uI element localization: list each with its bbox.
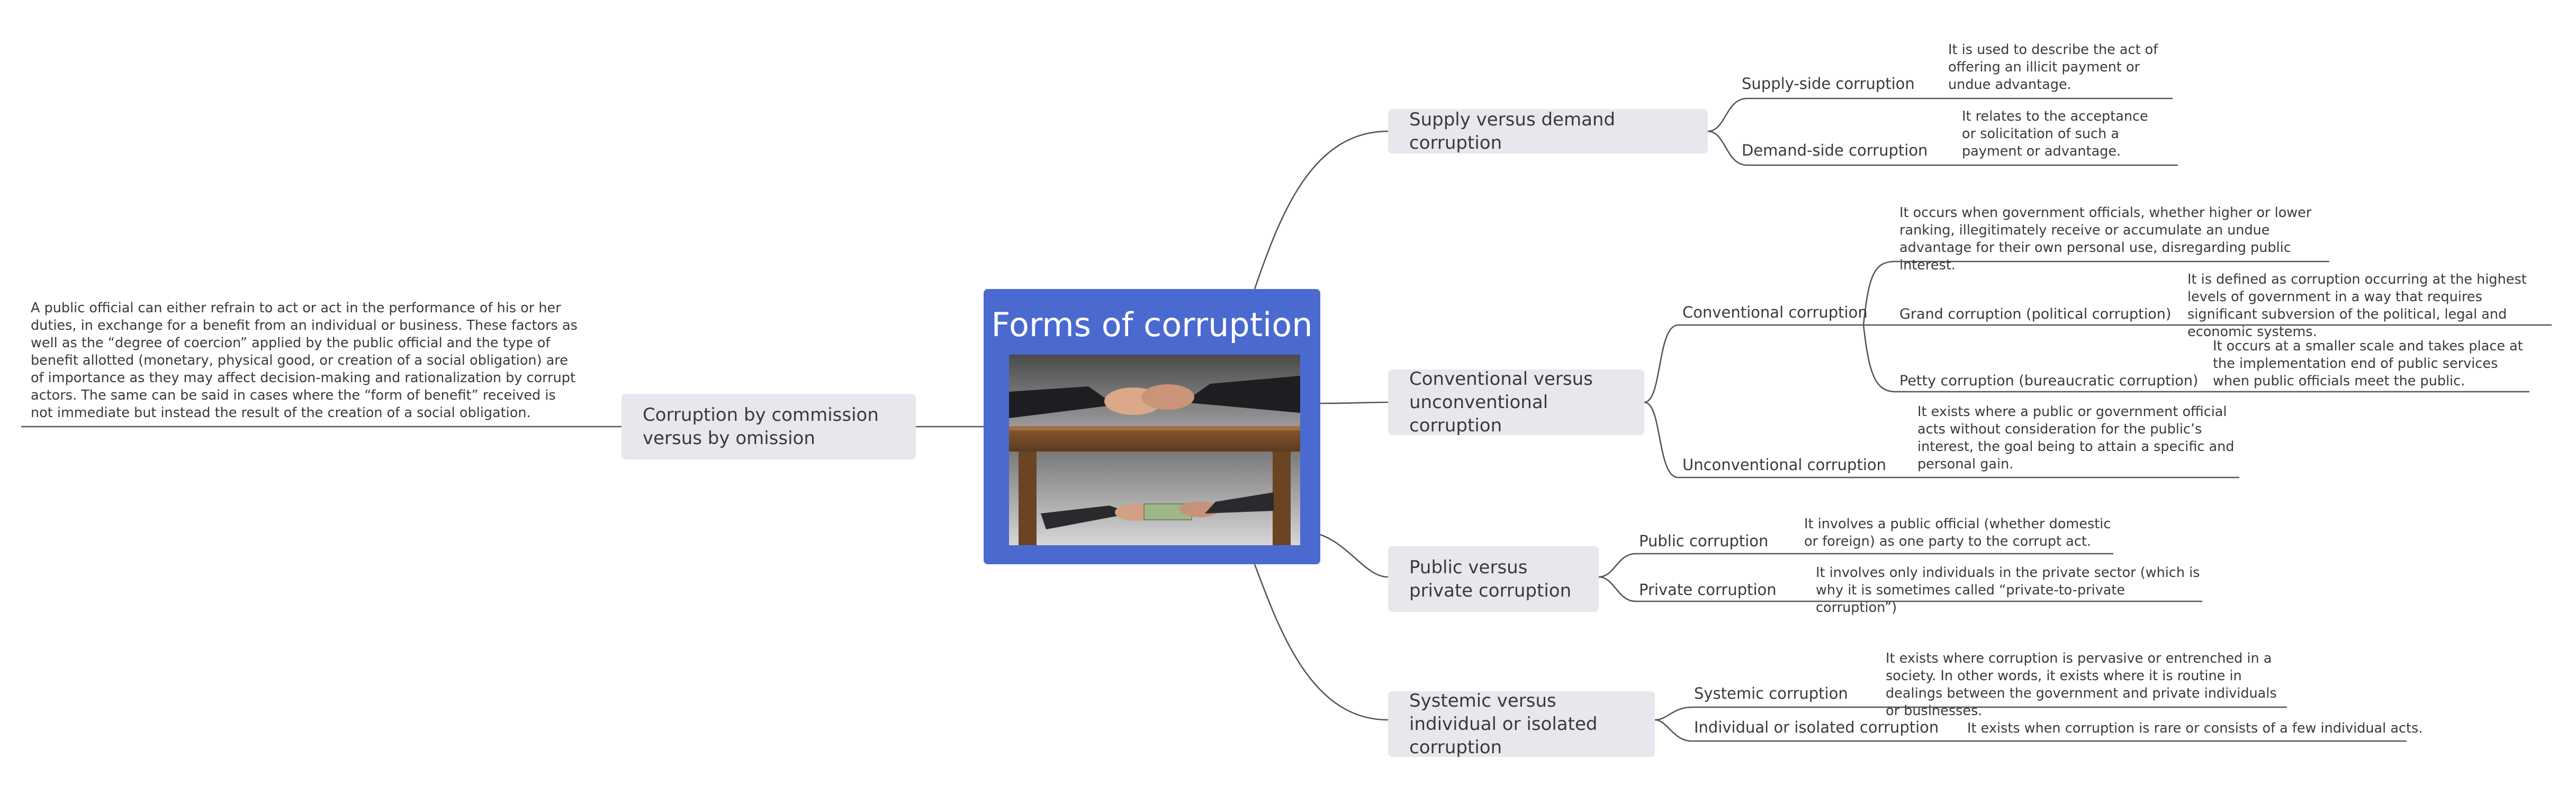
topic-public-vs-private[interactable]: Public versus private corruption	[1388, 546, 1599, 612]
sub-demand-side[interactable]: Demand-side corruption	[1742, 141, 1928, 159]
left-topic-note: A public official can either refrain to …	[31, 300, 578, 421]
sub-public-corruption[interactable]: Public corruption	[1639, 532, 1769, 550]
topic-label: Conventional versus unconventional corru…	[1409, 368, 1593, 436]
note-petty-corruption: It occurs at a smaller scale and takes p…	[2213, 338, 2523, 389]
topic-conventional-vs-unconventional[interactable]: Conventional versus unconventional corru…	[1388, 368, 1644, 436]
topic-label: Systemic versus individual or isolated c…	[1409, 690, 1598, 758]
topic-label: Public versus private corruption	[1409, 557, 1572, 601]
topic-supply-vs-demand[interactable]: Supply versus demand corruption	[1388, 109, 1708, 154]
central-title: Forms of corruption	[991, 305, 1313, 344]
note-public-corruption: It involves a public official (whether d…	[1804, 516, 2111, 549]
sub-private-corruption[interactable]: Private corruption	[1639, 581, 1777, 599]
note-demand-side: It relates to the acceptance or solicita…	[1962, 109, 2148, 159]
central-topic[interactable]: Forms of corruption	[984, 289, 1320, 564]
topic-commission-vs-omission[interactable]: Corruption by commission versus by omiss…	[622, 394, 916, 459]
sub-grand-corruption[interactable]: Grand corruption (political corruption)	[1899, 306, 2172, 322]
note-individual-corruption: It exists when corruption is rare or con…	[1967, 720, 2423, 736]
note-private-corruption: It involves only individuals in the priv…	[1816, 565, 2200, 616]
sub-individual-corruption[interactable]: Individual or isolated corruption	[1694, 718, 1939, 736]
topic-label: Corruption by commission versus by omiss…	[643, 404, 879, 449]
note-unconventional: It exists where a public or government o…	[1917, 404, 2235, 472]
handshake-money-photo	[1009, 355, 1300, 545]
sub-conventional[interactable]: Conventional corruption	[1682, 303, 1868, 321]
sub-systemic-corruption[interactable]: Systemic corruption	[1694, 684, 1848, 702]
sub-petty-corruption[interactable]: Petty corruption (bureaucratic corruptio…	[1899, 373, 2199, 389]
note-conventional: It occurs when government officials, whe…	[1899, 205, 2312, 273]
note-grand-corruption: It is defined as corruption occurring at…	[2187, 272, 2527, 340]
sub-unconventional[interactable]: Unconventional corruption	[1682, 456, 1887, 474]
sub-supply-side[interactable]: Supply-side corruption	[1742, 75, 1915, 93]
topic-systemic-vs-individual[interactable]: Systemic versus individual or isolated c…	[1388, 690, 1655, 758]
note-supply-side: It is used to describe the act of offeri…	[1948, 42, 2158, 93]
topic-label: Supply versus demand corruption	[1409, 109, 1616, 154]
note-systemic-corruption: It exists where corruption is pervasive …	[1886, 651, 2277, 719]
